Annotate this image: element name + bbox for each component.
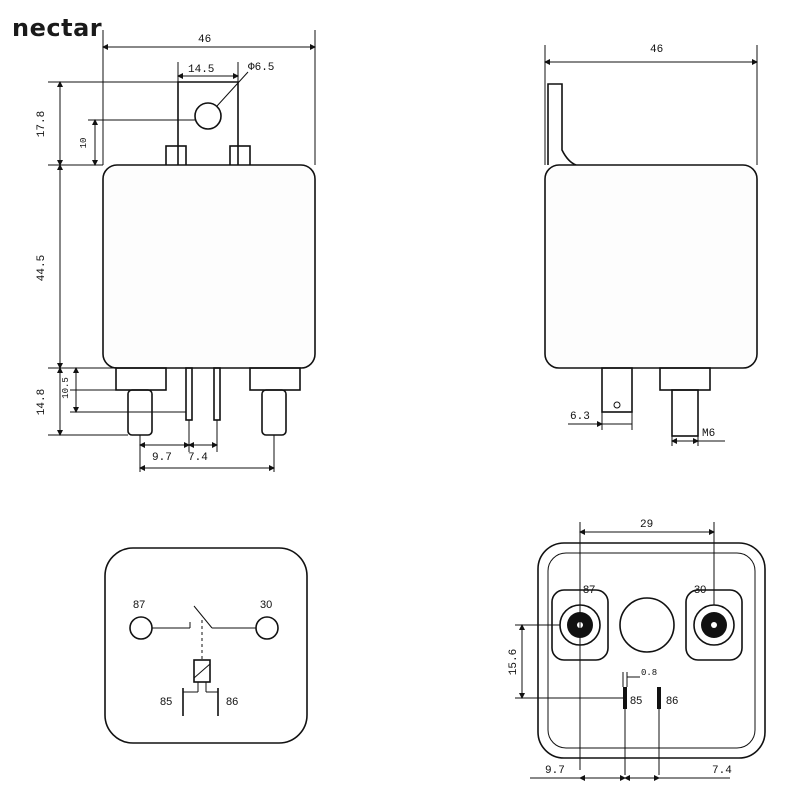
terminal-30-circle [255, 616, 279, 640]
label-85: 85 [160, 696, 172, 708]
blade-terminal-85 [185, 367, 193, 421]
body-height-label: 44.5 [36, 255, 48, 281]
relay-body-side [544, 164, 758, 369]
bottom-label-30: 30 [694, 584, 706, 596]
blade-85 [623, 687, 627, 709]
coil-symbol [193, 659, 211, 683]
tab-height-label: 17.8 [36, 111, 48, 137]
mounting-tab [177, 81, 239, 165]
blade-terminal-86 [213, 367, 221, 421]
thread-label: M6 [702, 428, 715, 440]
bottom-offset-a-label: 9.7 [545, 765, 565, 777]
brand-watermark: nectar [12, 14, 103, 42]
switch-contact [193, 605, 213, 629]
pitch-a-label: 9.7 [152, 452, 172, 464]
pin-short-label: 10.5 [61, 377, 71, 399]
blade-thickness-label: 0.8 [641, 668, 657, 678]
screw-post-right [261, 389, 287, 436]
pin-base-left [115, 367, 167, 391]
bottom-label-87: 87 [583, 584, 595, 596]
pitch-b-label: 7.4 [188, 452, 208, 464]
tab-foot-right [229, 145, 251, 167]
tab-foot-left [165, 145, 187, 167]
pin-length-label: 14.8 [36, 389, 48, 415]
front-width-label: 46 [198, 34, 211, 46]
hole-offset-label: 10 [79, 138, 89, 149]
tab-width-label: 14.5 [188, 64, 214, 76]
tab-thickness-label: 6.3 [570, 411, 590, 423]
side-blade [601, 367, 633, 413]
blade-86 [657, 687, 661, 709]
side-screw-post [671, 389, 699, 437]
bottom-offset-b-label: 7.4 [712, 765, 732, 777]
bottom-label-85: 85 [630, 695, 642, 707]
label-87: 87 [133, 599, 145, 611]
label-86: 86 [226, 696, 238, 708]
bottom-view: 29 87 30 85 86 15.6 0.8 9.7 7.4 [508, 519, 766, 781]
bottom-inner-frame [547, 552, 756, 749]
mounting-hole [194, 102, 222, 130]
wiring-schematic: 87 30 85 86 [104, 547, 308, 744]
side-view: 46 6.3 M6 [544, 44, 758, 446]
terminal-87-circle [129, 616, 153, 640]
bottom-height-label: 15.6 [508, 649, 520, 675]
relay-body-front [102, 164, 316, 369]
label-30: 30 [260, 599, 272, 611]
post-spacing-label: 29 [640, 519, 653, 531]
hole-diameter-label: Φ6.5 [248, 62, 274, 74]
pin-base-right [249, 367, 301, 391]
bottom-outer-frame [537, 542, 766, 759]
front-view: 46 14.5 Φ6.5 17.8 10 44.5 14.8 10.5 [36, 30, 316, 472]
side-tab [547, 83, 577, 166]
bottom-label-86: 86 [666, 695, 678, 707]
side-width-label: 46 [650, 44, 663, 56]
side-pin-base [659, 367, 711, 391]
schematic-frame [104, 547, 308, 744]
center-hole [619, 597, 675, 653]
